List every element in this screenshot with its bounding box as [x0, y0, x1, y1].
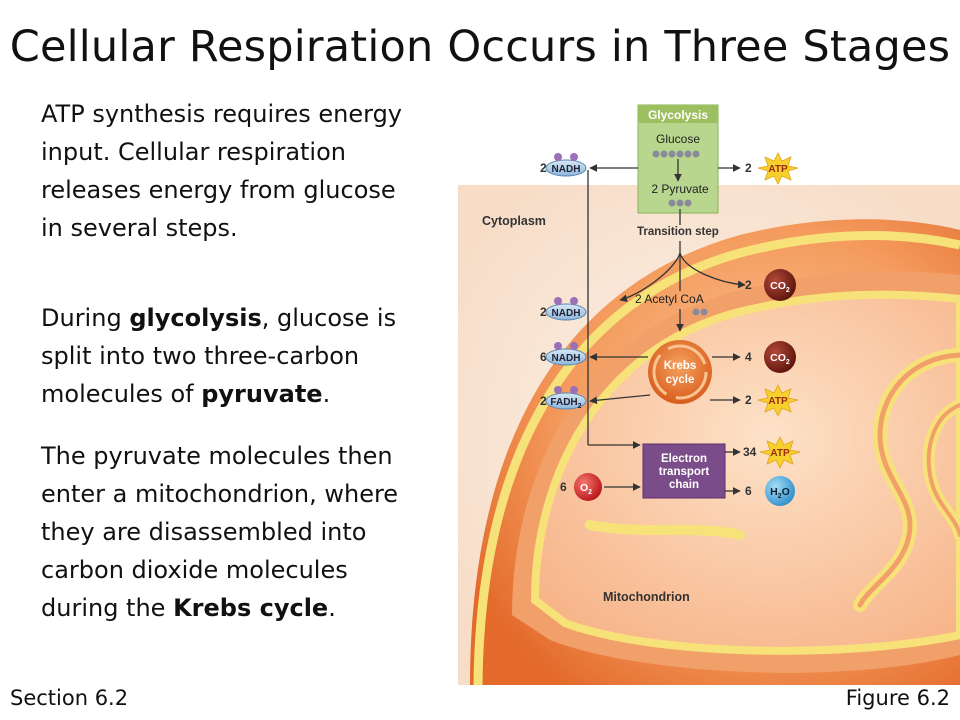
mitochondrial-matrix: [530, 290, 960, 655]
atp-2-label: ATP: [768, 396, 788, 407]
glucose-molecule-icon: [652, 150, 700, 158]
fadh-label: FADH2: [550, 397, 581, 410]
cytoplasm-label: Cytoplasm: [482, 214, 546, 228]
term-krebs-cycle: Krebs cycle: [173, 594, 329, 622]
p3-text-a: The pyruvate molecules then enter a mito…: [41, 442, 399, 622]
o2-label: O2: [580, 482, 592, 496]
paragraph-glycolysis: During glycolysis, glucose is split into…: [41, 299, 416, 413]
atp-3-label: ATP: [770, 448, 790, 459]
cristae-fold-2-core: [926, 403, 960, 537]
atp-star-icon-3: [759, 436, 801, 469]
h2o-label: H2O: [770, 486, 790, 500]
pyruvate-molecule-icon: [668, 199, 692, 207]
cristae-fold-3: [585, 520, 745, 540]
p2-text-a: During: [41, 304, 130, 332]
atp-star-icon-2: [757, 384, 799, 417]
glucose-label: Glucose: [656, 132, 700, 146]
pyruvate-label: 2 Pyruvate: [651, 182, 709, 196]
figure-number: Figure 6.2: [845, 686, 950, 710]
etc-label-2: transport: [659, 466, 710, 478]
glycolysis-box: Glycolysis Glucose 2 Pyruvate: [637, 104, 719, 214]
atp-2-count: 2: [745, 393, 752, 407]
nadh-1-label: NADH: [552, 164, 581, 175]
transition-step-label: Transition step: [637, 226, 719, 238]
transition-to-co2-arrow: [679, 252, 746, 289]
krebs-to-fadh-arrow: [589, 394, 651, 405]
p3-text-c: .: [328, 594, 336, 622]
glycolysis-label: Glycolysis: [648, 108, 708, 122]
section-number: Section 6.2: [10, 686, 129, 710]
fadh-count: 2: [540, 394, 547, 408]
co2-2-count: 4: [745, 350, 752, 364]
p2-text-e: .: [322, 380, 331, 408]
co2-1-label: CO2: [770, 280, 790, 294]
mitochondrion-label: Mitochondrion: [603, 590, 690, 604]
atp-1-label: ATP: [768, 164, 788, 175]
atp-3-count: 34: [743, 445, 757, 459]
p2-text-c: , glucose is split into two three-carbon…: [41, 304, 397, 408]
outer-membrane: [473, 231, 960, 685]
o2-count: 6: [560, 480, 567, 494]
nadh-2-label: NADH: [552, 308, 581, 319]
nadh-carrier-1: 2 NADH: [540, 153, 587, 177]
nadh-2-count: 2: [540, 305, 547, 319]
transition-to-nadh-arrow: [619, 252, 681, 303]
term-glycolysis: glycolysis: [129, 304, 262, 332]
acetyl-coa-label: 2 Acetyl CoA: [635, 292, 704, 306]
nadh-3-label: NADH: [552, 353, 581, 364]
krebs-label-1: Krebs: [664, 360, 697, 372]
atp-1-count: 2: [745, 161, 752, 175]
co2-2-label: CO2: [770, 352, 790, 366]
co2-ball-icon-1: [764, 269, 796, 301]
term-pyruvate: pyruvate: [201, 380, 323, 408]
fadh2-carrier: 2 FADH2: [540, 386, 587, 410]
etc-label-1: Electron: [661, 453, 707, 465]
paragraph-atp-synthesis: ATP synthesis requires energy input. Cel…: [41, 100, 403, 242]
co2-ball-icon-2: [764, 341, 796, 373]
slide-title: Cellular Respiration Occurs in Three Sta…: [9, 22, 951, 72]
krebs-label-2: cycle: [666, 374, 695, 386]
h2o-count: 6: [745, 484, 752, 498]
paragraph-krebs: The pyruvate molecules then enter a mito…: [41, 437, 431, 627]
nadh-carrier-3: 6 NADH: [540, 342, 587, 366]
h2o-ball-icon: [765, 476, 795, 506]
cristae-fold-1-core: [857, 352, 960, 608]
acetyl-coa-molecule-icon: [692, 308, 708, 316]
nadh-carrier-2: 2 NADH: [540, 297, 587, 321]
o2-ball-icon: [574, 473, 602, 501]
co2-1-count: 2: [745, 278, 752, 292]
nadh-1-count: 2: [540, 161, 547, 175]
electron-transport-chain-box: Electron transport chain: [642, 443, 726, 499]
nadh-3-count: 6: [540, 350, 547, 364]
etc-label-3: chain: [669, 479, 699, 491]
atp-star-icon-1: [757, 152, 799, 185]
cellular-respiration-diagram: Cytoplasm Mitochondrion Glycolysis Gluco…: [458, 104, 960, 685]
krebs-cycle: Krebs cycle: [648, 340, 712, 404]
